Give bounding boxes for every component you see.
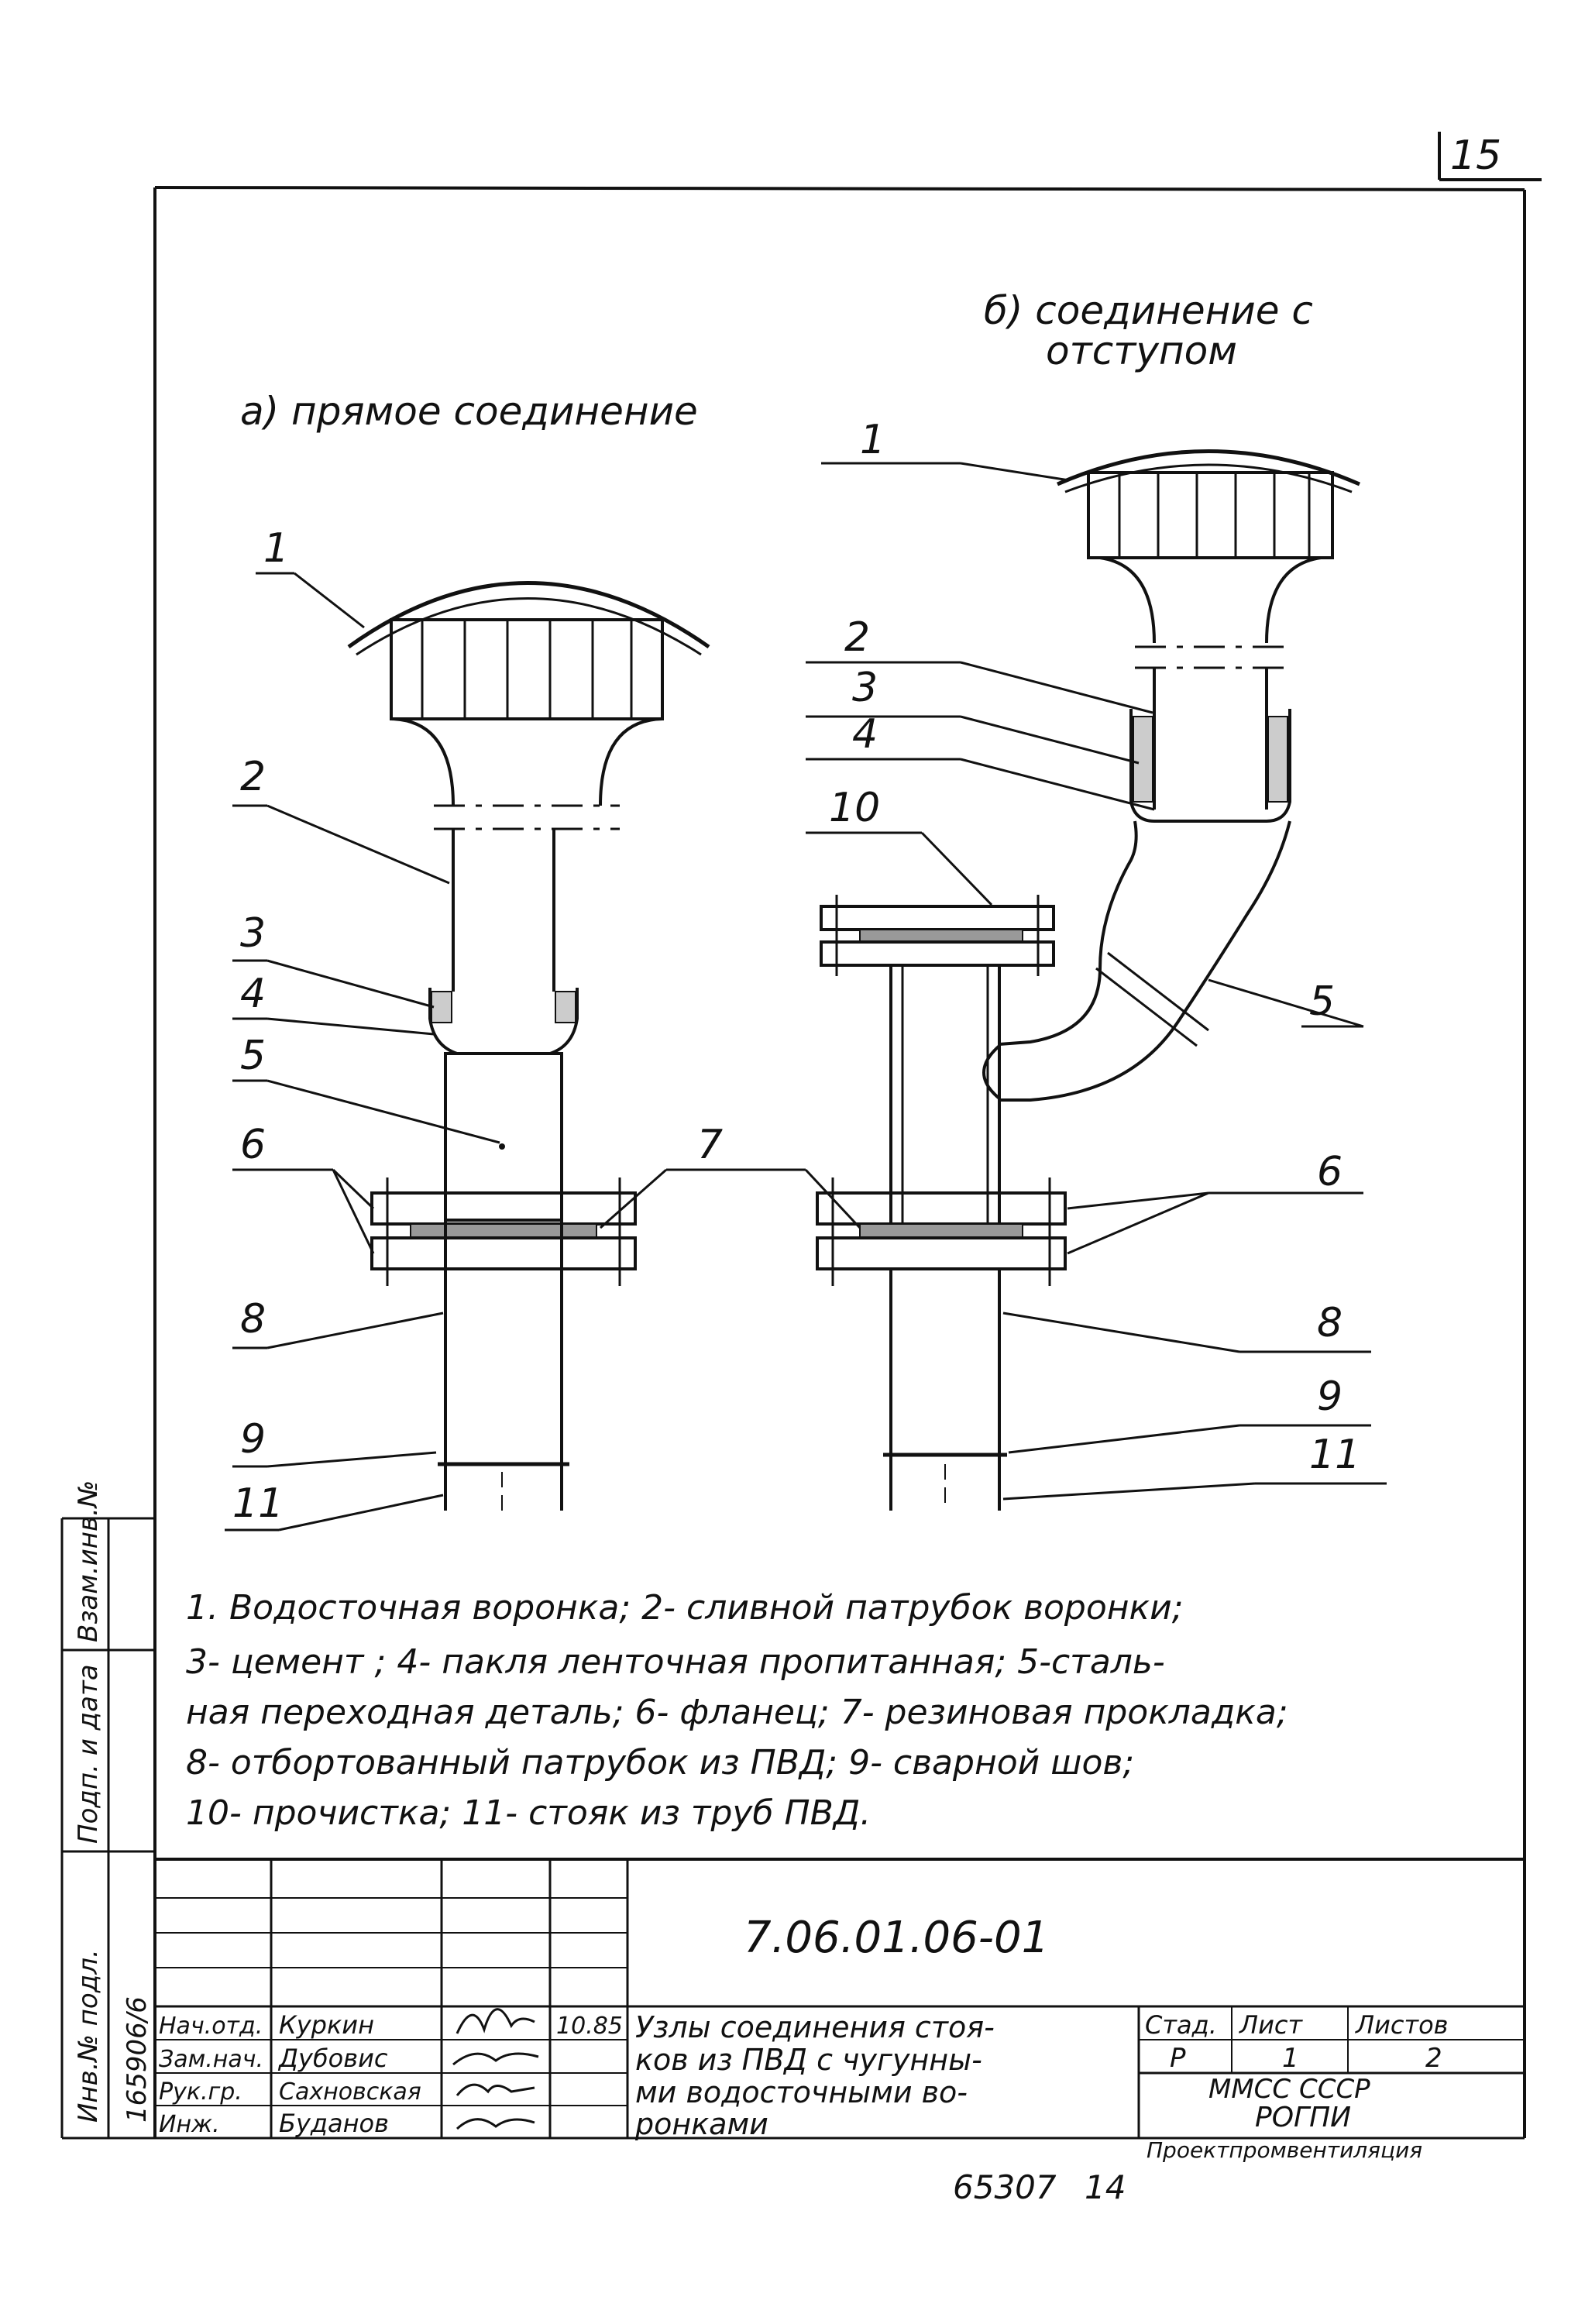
name-group-lead: Сахновская [279,2078,421,2106]
stage-header: Стад. [1145,2010,1217,2040]
callout-b-6: 6 [1317,1149,1343,1195]
description-line-2: ков из ПВД с чугунны- [635,2043,982,2077]
assembly-b [816,449,1360,1511]
side-stamp: Инв.№ подл. Подп. и дата Взам.инв.№ 1659… [62,1480,155,2138]
stage-value: Р [1170,2043,1186,2074]
side-inv-number: 165906/6 [122,1996,153,2123]
callout-b-2: 2 [844,614,870,661]
signatures [452,2008,539,2130]
title-block: 7.06.01.06-01 Нач.отд. Зам.нач. Рук.гр. … [155,1858,1525,2163]
callout-b-1: 1 [860,417,885,463]
assembly-a [347,581,710,1511]
org-line-3: Проектпромвентиляция [1147,2137,1422,2163]
side-stamp-inv: Инв.№ подл. [73,1949,104,2123]
legend-line-3: ная переходная деталь; 6- фланец; 7- рез… [186,1693,1288,1732]
name-deputy: Дубовис [277,2044,388,2073]
legend-line-2: 3- цемент ; 4- пакля ленточная пропитанн… [186,1642,1165,1682]
document-code: 7.06.01.06-01 [744,1913,1049,1963]
sheet-frame [60,186,1526,2140]
sheets-header: Листов [1355,2010,1449,2040]
name-head: Куркин [279,2010,374,2040]
org-line-1: ММСС СССР [1208,2074,1370,2105]
callout-a-8: 8 [240,1296,266,1342]
title-a: а) прямое соединение [240,389,698,434]
name-engineer: Буданов [279,2109,389,2138]
callout-a-1: 1 [263,525,289,572]
role-head: Нач.отд. [159,2013,263,2040]
callout-b-9: 9 [1317,1373,1343,1420]
sheet-value: 1 [1282,2043,1299,2074]
org-line-2: РОГПИ [1255,2102,1351,2133]
callout-a-11: 11 [232,1480,284,1527]
sheet-number: 15 [1450,132,1501,179]
callouts-a: 1 2 3 4 5 6 8 9 11 [225,525,500,1532]
bottom-suffix: 14 [1085,2168,1126,2206]
callouts-b: 1 2 3 4 10 7 5 6 8 9 11 [600,417,1387,1501]
callout-a-2: 2 [240,754,266,800]
callout-a-6: 6 [240,1122,266,1168]
sheet-header: Лист [1239,2010,1303,2040]
role-engineer: Инж. [159,2111,220,2138]
sheets-value: 2 [1425,2043,1442,2074]
bottom-number: 65307 [953,2168,1057,2206]
description-line-4: ронками [634,2107,768,2141]
callout-b-10: 10 [829,785,880,831]
sheet-number-mark: 15 [1438,132,1542,181]
callout-a-9: 9 [240,1416,266,1463]
callout-b-4: 4 [852,711,878,758]
description-line-1: Узлы соединения стоя- [635,2010,995,2044]
callout-a-5: 5 [240,1033,266,1079]
callout-b-8: 8 [1317,1300,1343,1346]
title-b-line1: б) соединение с [984,288,1313,333]
callout-a-3: 3 [240,910,266,957]
callout-b-7: 7 [697,1122,723,1168]
callout-b-3: 3 [852,665,878,711]
role-group-lead: Рук.гр. [159,2078,242,2106]
description-line-3: ми водосточными во- [635,2075,968,2109]
legend-line-4: 8- отбортованный патрубок из ПВД; 9- сва… [186,1743,1134,1783]
title-b-line2: отступом [1046,328,1237,373]
legend-line-1: 1. Водосточная воронка; 2- сливной патру… [186,1588,1184,1628]
callout-a-4: 4 [240,971,266,1017]
side-stamp-sign: Подп. и дата [73,1664,104,1844]
role-deputy: Зам.нач. [159,2046,263,2073]
legend-line-5: 10- прочистка; 11- стояк из труб ПВД. [186,1793,871,1833]
callout-b-11: 11 [1309,1432,1360,1478]
legend: 1. Водосточная воронка; 2- сливной патру… [186,1588,1288,1833]
side-stamp-repl: Взам.инв.№ [73,1480,104,1642]
date: 10.85 [556,2013,623,2040]
